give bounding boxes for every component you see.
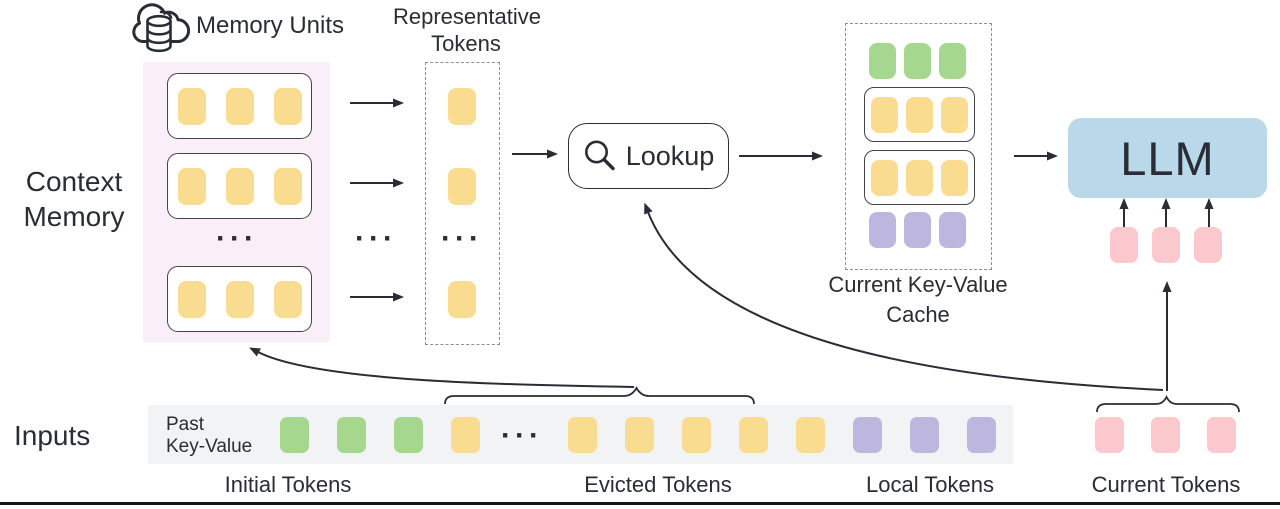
token-yellow (871, 159, 898, 196)
cache-row-local (845, 212, 990, 248)
lookup-label: Lookup (625, 140, 715, 171)
token-yellow (941, 159, 968, 196)
token-yellow (906, 159, 933, 196)
evicted-tokens-group (568, 417, 825, 453)
token-purple (939, 212, 966, 248)
memory-unit-row (167, 153, 312, 219)
local-tokens-group (853, 417, 996, 453)
token-yellow (447, 280, 476, 318)
token-yellow (625, 417, 654, 453)
token-yellow (568, 417, 597, 453)
database-icon (146, 14, 172, 53)
memory-unit-row (167, 266, 312, 332)
token-purple (853, 417, 882, 453)
token-yellow (177, 87, 206, 125)
token-yellow (796, 417, 825, 453)
initial-tokens-label: Initial Tokens (224, 472, 352, 497)
token-yellow (225, 167, 254, 205)
lookup-button[interactable]: Lookup (568, 123, 729, 189)
llm-label: LLM (1120, 131, 1215, 185)
llm-input-tokens (1110, 227, 1250, 263)
representative-token-slot (447, 87, 476, 125)
token-pink (1152, 227, 1180, 263)
token-green (939, 43, 966, 79)
curve-evicted-to-memory (249, 347, 635, 388)
token-pink (1110, 227, 1138, 263)
evicted-brace (444, 386, 755, 405)
evicted-tokens-label: Evicted Tokens (584, 472, 732, 497)
current-brace (1096, 394, 1240, 413)
token-pink (1095, 417, 1124, 453)
token-purple (967, 417, 996, 453)
inputs-label: Inputs (14, 420, 91, 451)
token-yellow (273, 280, 302, 318)
token-green (904, 43, 931, 79)
cache-row-initial (845, 43, 990, 79)
past-kv-label: Past Key-Value (166, 414, 253, 457)
token-yellow (225, 280, 254, 318)
token-yellow (177, 280, 206, 318)
token-pink (1151, 417, 1180, 453)
token-yellow (273, 87, 302, 125)
local-tokens-label: Local Tokens (865, 472, 994, 497)
memory-ellipsis: ··· (216, 222, 258, 255)
token-yellow (447, 87, 476, 125)
context-memory-label: Context Memory (23, 166, 125, 232)
representative-ellipsis: ··· (441, 222, 483, 255)
token-pink (1207, 417, 1236, 453)
current-kv-cache-label: Current Key-Value Cache (828, 272, 1008, 327)
token-purple (869, 212, 896, 248)
cache-row-retrieved-unit (864, 87, 975, 142)
memory-units-label: Memory Units (196, 12, 345, 39)
memory-cloud-icon (132, 3, 190, 53)
token-purple (904, 212, 931, 248)
representative-token-slot (447, 280, 476, 318)
strip-ellipsis: ··· (501, 419, 543, 452)
token-yellow (225, 87, 254, 125)
representative-tokens-box (425, 62, 500, 345)
evicted-token-head (451, 417, 480, 453)
token-green (869, 43, 896, 79)
current-tokens-label: Current Tokens (1091, 472, 1241, 497)
token-green (337, 417, 366, 453)
token-yellow (177, 167, 206, 205)
figure-bottom-rule (0, 502, 1280, 505)
cache-row-retrieved-unit (864, 150, 975, 205)
token-yellow (739, 417, 768, 453)
token-yellow (871, 96, 898, 133)
token-pink (1194, 227, 1222, 263)
initial-tokens-group (280, 417, 423, 453)
token-yellow (451, 417, 480, 453)
token-yellow (941, 96, 968, 133)
token-green (280, 417, 309, 453)
token-yellow (447, 167, 476, 205)
token-yellow (906, 96, 933, 133)
search-icon (584, 140, 615, 171)
token-green (394, 417, 423, 453)
memory-unit-row (167, 73, 312, 139)
token-yellow (273, 167, 302, 205)
llm-box: LLM (1068, 118, 1267, 198)
current-tokens-group (1095, 417, 1236, 453)
token-purple (910, 417, 939, 453)
representative-token-slot (447, 167, 476, 205)
token-yellow (682, 417, 711, 453)
cloud-curl (159, 10, 173, 19)
representative-tokens-label: Representative Tokens (393, 4, 541, 56)
gap-ellipsis: ··· (355, 222, 397, 255)
